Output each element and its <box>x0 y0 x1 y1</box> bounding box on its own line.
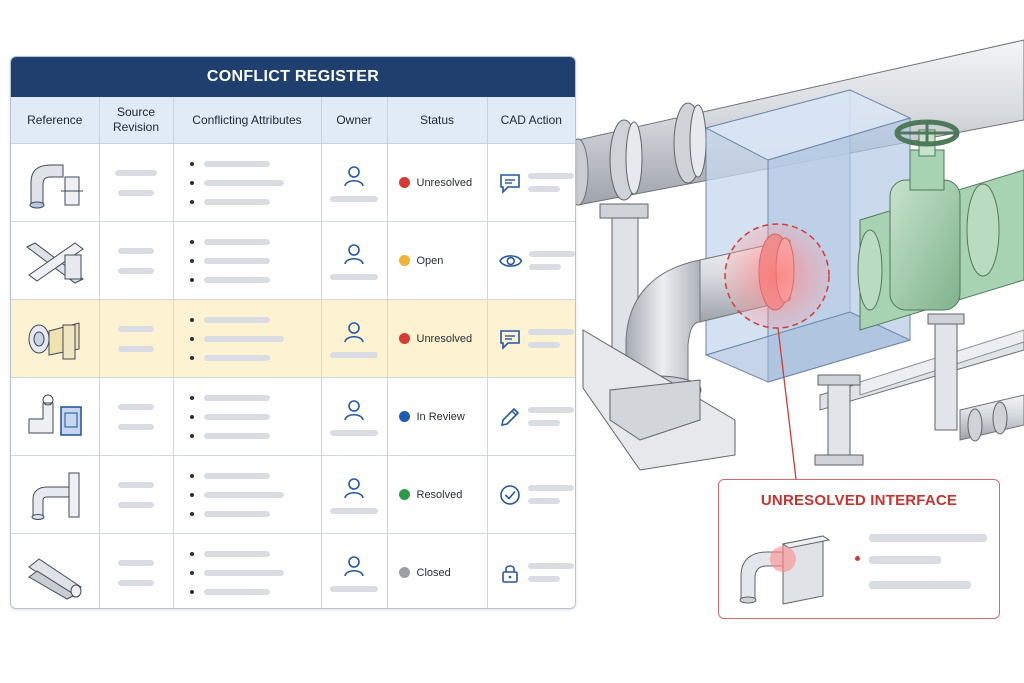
table-row-selected[interactable]: Unresolved <box>11 299 575 378</box>
callout-detail-line <box>869 534 987 542</box>
column-header-status[interactable]: Status <box>387 97 488 144</box>
valve-bracket-icon <box>28 394 82 436</box>
column-header-source-revision[interactable]: Source Revision <box>99 97 174 144</box>
column-header-reference[interactable]: Reference <box>11 97 100 144</box>
conflict-table: Reference Source Revision Conflicting At… <box>11 97 575 608</box>
conflicting-attributes-list <box>174 388 321 445</box>
lower-pipe-rack <box>814 313 1024 466</box>
table-row[interactable]: Resolved <box>11 455 575 534</box>
pencil-icon[interactable] <box>498 405 522 429</box>
callout-detail-line <box>869 581 971 589</box>
table-header-row: Reference Source Revision Conflicting At… <box>11 97 575 144</box>
column-header-cad-action[interactable]: CAD Action <box>487 97 575 144</box>
comment-icon[interactable] <box>498 327 522 351</box>
parallel-pipes-icon <box>27 557 82 600</box>
clash-highlight[interactable] <box>724 223 830 329</box>
column-header-owner[interactable]: Owner <box>321 97 388 144</box>
conflicting-attributes-list <box>174 466 321 523</box>
status-badge: Closed <box>388 567 487 579</box>
user-icon[interactable] <box>342 476 366 500</box>
conflicting-attributes-list <box>174 232 321 289</box>
source-revision-placeholder <box>100 403 173 430</box>
callout-detail-line <box>869 556 941 564</box>
pipe-flange-left <box>609 119 643 201</box>
source-revision-placeholder <box>100 559 173 586</box>
conflicting-attributes-list <box>174 310 321 367</box>
reference-thumbnail[interactable] <box>11 155 99 211</box>
callout-bullet <box>855 556 860 561</box>
base-plate <box>582 329 736 471</box>
reference-thumbnail[interactable] <box>11 467 99 523</box>
status-badge: In Review <box>388 411 487 423</box>
status-badge: Resolved <box>388 489 487 501</box>
source-revision-placeholder <box>100 169 173 196</box>
status-badge: Unresolved <box>388 333 487 345</box>
green-gate-valve[interactable] <box>857 119 1024 331</box>
pipe-elbow-steel-icon <box>29 164 83 208</box>
unresolved-interface-callout[interactable]: UNRESOLVED INTERFACE <box>718 479 1000 619</box>
source-revision-placeholder <box>100 247 173 274</box>
crossing-beams-icon <box>25 241 84 284</box>
pipe-column-icon <box>31 472 80 520</box>
source-revision-placeholder <box>100 481 173 508</box>
user-icon[interactable] <box>342 242 366 266</box>
table-row[interactable]: Closed <box>11 533 575 608</box>
pipe-flange-mid <box>673 102 707 184</box>
table-row[interactable]: Unresolved <box>11 143 575 222</box>
user-icon[interactable] <box>342 398 366 422</box>
status-badge: Open <box>388 255 487 267</box>
lock-icon[interactable] <box>498 561 522 585</box>
table-row[interactable]: Open <box>11 221 575 300</box>
reference-thumbnail[interactable] <box>11 545 99 601</box>
status-badge: Unresolved <box>388 177 487 189</box>
source-revision-placeholder <box>100 325 173 352</box>
conflict-register-panel: CONFLICT REGISTER Reference Source Revis… <box>10 56 576 609</box>
register-title: CONFLICT REGISTER <box>11 57 575 97</box>
eye-icon[interactable] <box>498 249 524 273</box>
table-row[interactable]: In Review <box>11 377 575 456</box>
user-icon[interactable] <box>342 320 366 344</box>
flange-beam-icon <box>28 321 80 359</box>
callout-title: UNRESOLVED INTERFACE <box>760 492 958 509</box>
comment-icon[interactable] <box>498 171 522 195</box>
check-circle-icon[interactable] <box>498 483 522 507</box>
elbow-clash-icon <box>739 535 831 605</box>
column-header-conflicting-attributes[interactable]: Conflicting Attributes <box>173 97 322 144</box>
conflicting-attributes-list <box>174 154 321 211</box>
reference-thumbnail[interactable] <box>11 233 99 289</box>
user-icon[interactable] <box>342 554 366 578</box>
callout-leader <box>777 327 797 480</box>
user-icon[interactable] <box>342 164 366 188</box>
reference-thumbnail[interactable] <box>11 311 99 367</box>
conflicting-attributes-list <box>174 544 321 601</box>
reference-thumbnail[interactable] <box>11 389 99 445</box>
